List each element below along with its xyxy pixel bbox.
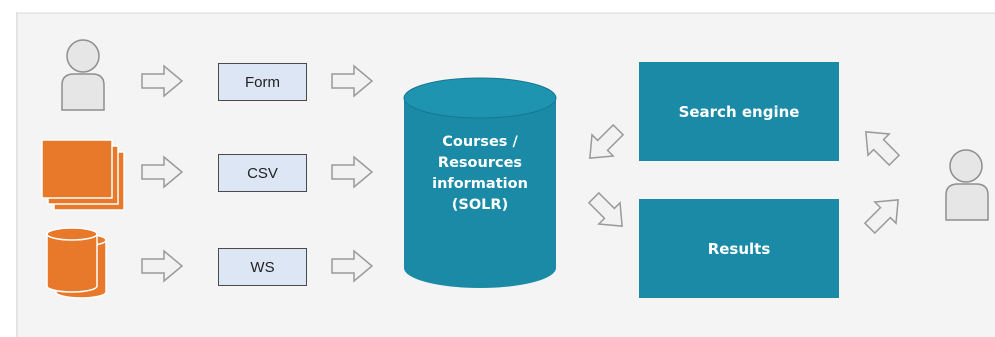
arrow-icon (578, 118, 630, 170)
search-engine-box: Search engine (639, 62, 839, 161)
form-label: Form (245, 73, 280, 91)
user-icon (61, 39, 105, 111)
top-strip (0, 0, 995, 13)
results-box: Results (639, 199, 839, 298)
ws-box: WS (218, 248, 307, 286)
arrow-icon (141, 65, 183, 97)
arrow-icon (858, 188, 910, 240)
documents-icon (41, 139, 125, 211)
form-box: Form (218, 63, 307, 101)
user-icon (945, 149, 989, 221)
arrow-icon (141, 156, 183, 188)
search-engine-label: Search engine (678, 102, 800, 121)
repository-cylinder (403, 77, 557, 288)
arrow-icon (141, 250, 183, 282)
results-label: Results (707, 239, 771, 258)
left-strip (0, 12, 17, 337)
arrow-icon (331, 65, 373, 97)
arrow-icon (854, 120, 906, 172)
ws-label: WS (250, 258, 275, 276)
repository-line-1: Courses / (442, 134, 518, 150)
arrow-icon (331, 250, 373, 282)
repository-line-4: (SOLR) (451, 197, 509, 213)
database-icon (46, 227, 107, 299)
repository-line-2: Resources (437, 155, 523, 171)
csv-label: CSV (247, 164, 278, 182)
repository-line-3: information (432, 176, 528, 192)
arrow-icon (331, 156, 373, 188)
arrow-icon (582, 186, 634, 238)
csv-box: CSV (218, 154, 307, 192)
repository-label: Courses / Resources information (SOLR) (404, 132, 556, 216)
